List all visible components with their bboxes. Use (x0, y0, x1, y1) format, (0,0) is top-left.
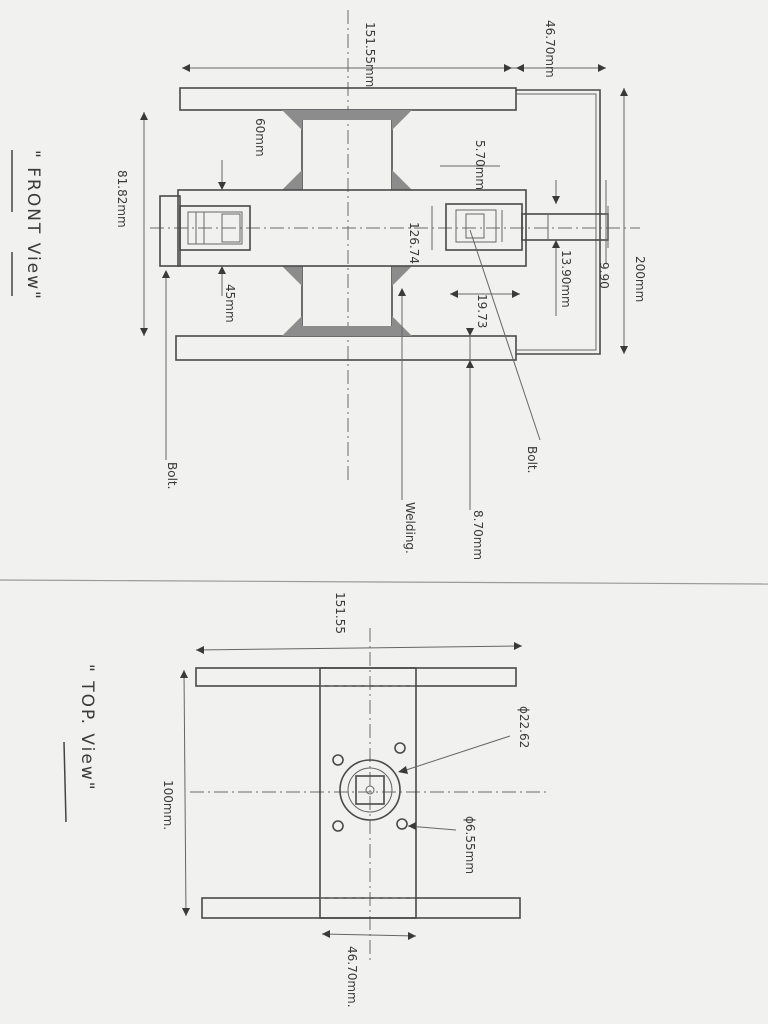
label-height: 81.82mm (115, 170, 129, 228)
label-right-height: 200mm (633, 256, 647, 302)
bottom-plate (175, 335, 517, 361)
label-bolt-right: Bolt. (525, 446, 539, 473)
arrowhead (620, 88, 628, 96)
arrowhead (162, 270, 170, 278)
weld-bl (282, 316, 302, 336)
arrowhead (182, 908, 190, 916)
bolt-hole-4 (396, 818, 408, 830)
left-flange (159, 195, 181, 267)
arrowhead (408, 932, 416, 940)
weld-tr (392, 110, 412, 130)
leader-bolt-right (469, 229, 541, 441)
left-bearing (179, 205, 251, 251)
bolt-hole-3 (332, 820, 344, 832)
arrowhead (552, 240, 560, 248)
dim-top-width (195, 645, 523, 651)
label-top-width: 151.55 (333, 592, 347, 634)
arrowhead (140, 328, 148, 336)
arrowhead (218, 266, 226, 274)
weld-top (302, 110, 392, 120)
leader-center-hole (399, 735, 511, 773)
arrowhead (140, 112, 148, 120)
arrowhead (512, 290, 520, 298)
right-bearing-inner (455, 209, 497, 243)
center-plate (319, 667, 417, 919)
label-top-gap: 46.70mm (543, 20, 557, 78)
center-hole-outer (339, 759, 401, 821)
arrowhead (398, 288, 406, 296)
arrowhead (552, 196, 560, 204)
arrowhead (398, 766, 408, 774)
top-view-title: " TOP. View" (77, 664, 97, 792)
left-bolt-head (221, 213, 241, 243)
top-labels: " TOP. View" 151.55 100mm. ϕ22.62 ϕ6.55m… (63, 592, 531, 1008)
arrowhead (466, 360, 474, 368)
weld-tl (282, 110, 302, 130)
page-fold-line (0, 579, 768, 585)
arrowhead (182, 64, 190, 72)
label-center-offset: 126.74 (407, 222, 421, 264)
side-bracket-inner (516, 93, 597, 351)
arrowhead (196, 646, 204, 654)
label-hub-lower: 45mm (223, 284, 237, 323)
arrowhead (620, 346, 628, 354)
dim-top-height (183, 669, 187, 917)
arrowhead (218, 182, 226, 190)
label-shaft-dia: 13.90mm (559, 250, 573, 308)
left-bearing-inner (187, 211, 243, 245)
square-socket (355, 775, 385, 805)
center-point (365, 785, 375, 795)
label-small-hole: ϕ6.55mm (463, 816, 477, 874)
title-underline (63, 741, 67, 823)
arrowhead (180, 670, 188, 678)
label-overall-width: 151.55mm (363, 22, 377, 87)
arrowhead (322, 930, 330, 938)
arrowhead (466, 328, 474, 336)
label-bolt-head: 5.70mm (473, 140, 487, 190)
shaft (521, 213, 609, 241)
label-welding: Welding. (403, 502, 417, 554)
label-plate-thk: 8.70mm (471, 510, 485, 560)
bolt-hole-2 (394, 742, 406, 754)
dim-top-bottom-width (321, 933, 417, 937)
weld-lr (392, 266, 412, 286)
top-view (180, 628, 548, 960)
arrowhead (504, 64, 512, 72)
arrowhead (514, 642, 522, 650)
top-bar-lower (201, 897, 521, 919)
center-hole-inner (347, 767, 393, 813)
weld-mr (392, 170, 412, 190)
label-shaft-small: 9.90 (597, 262, 611, 289)
bolt-hole-1 (332, 754, 344, 766)
arrowhead (598, 64, 606, 72)
bearing-housing (177, 189, 527, 267)
label-bolt-left: Bolt. (165, 462, 179, 489)
right-bolt-head (465, 213, 485, 239)
weld-ll (282, 266, 302, 286)
arrowhead (450, 290, 458, 298)
label-center-hole: ϕ22.62 (517, 706, 531, 748)
arrowhead (516, 64, 524, 72)
top-bar-upper (195, 667, 517, 687)
weld-bottom (302, 326, 392, 336)
label-top-height: 100mm. (161, 780, 175, 830)
label-bottom-width: 46.70mm. (345, 946, 359, 1008)
label-bolt-length: 19.73 (475, 294, 489, 328)
front-labels: " FRONT View" 151.55mm 46.70mm 81.82mm 6… (11, 20, 647, 560)
side-bracket (516, 89, 601, 355)
arrowhead (408, 822, 416, 830)
front-view (140, 10, 640, 510)
front-view-title: " FRONT View" (23, 150, 43, 301)
label-hub-upper: 60mm (253, 118, 267, 157)
weld-ml (282, 170, 302, 190)
